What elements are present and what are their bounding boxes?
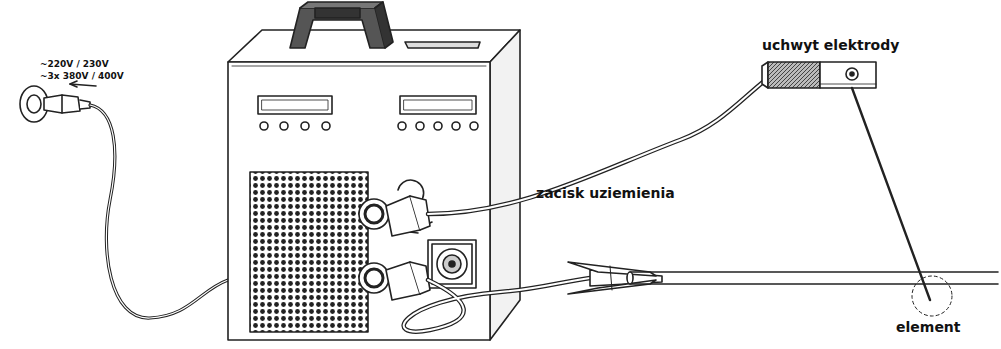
ground-cable: [404, 278, 590, 332]
vent-grille: [250, 172, 368, 332]
part-label: uchwyt elektrody: [762, 38, 899, 53]
electrode-holder: [762, 62, 876, 88]
part-label: ~220V / 230V: [40, 60, 109, 70]
part-label: element: [896, 320, 961, 335]
carry-handle: [290, 2, 393, 48]
plug-arrow-head: [70, 81, 77, 87]
part-label: zacisk uziemienia: [536, 186, 675, 201]
electrode-cable: [428, 78, 768, 214]
cable-plug: [386, 262, 430, 300]
workpiece: [627, 272, 998, 284]
part-label: ~3x 380V / 400V: [40, 72, 124, 82]
display: [400, 96, 476, 114]
display: [258, 96, 332, 114]
ground-cable-inner: [404, 278, 590, 332]
display-window: [404, 100, 472, 110]
electrode-rod: [852, 88, 930, 300]
output-socket: [359, 199, 389, 229]
arc-zone: [912, 276, 952, 316]
electrode-cable-inner: [428, 78, 768, 214]
control-buttons: [260, 122, 478, 130]
power-plug: [44, 95, 90, 113]
control-connector: [428, 240, 476, 288]
power-cable-inner: [90, 105, 228, 318]
display-window: [262, 100, 328, 110]
cable-plug: [386, 196, 430, 236]
output-socket: [359, 263, 389, 293]
power-cable: [90, 105, 228, 318]
top-latch: [405, 42, 480, 48]
ground-clamp: [568, 262, 662, 294]
